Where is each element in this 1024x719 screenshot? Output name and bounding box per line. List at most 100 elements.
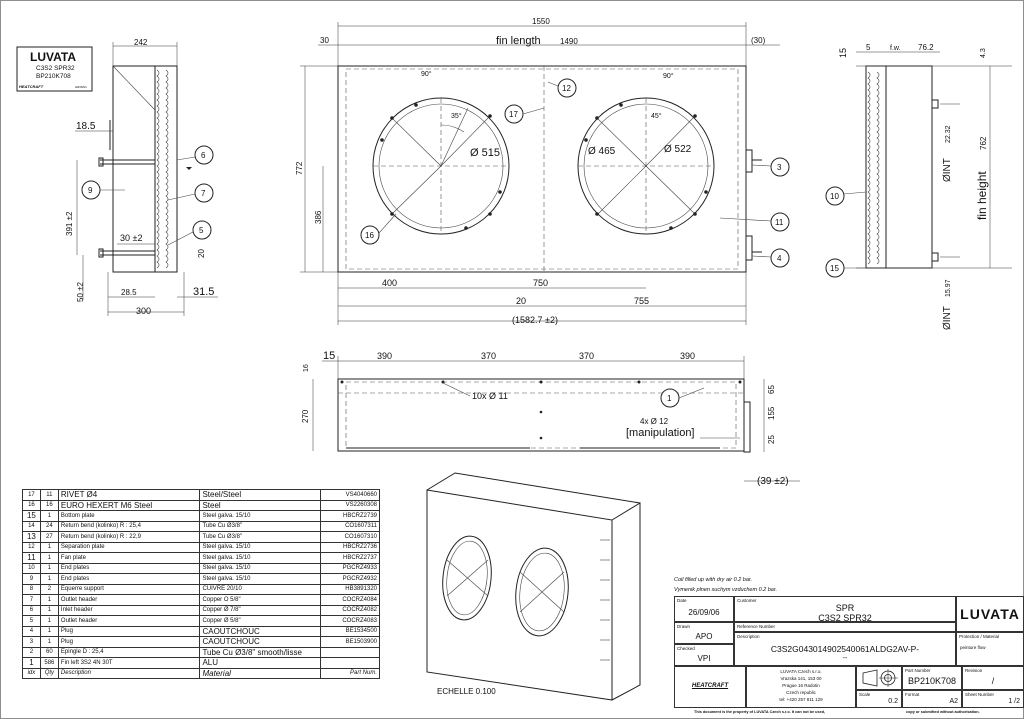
tb-partnumber-value: BP210K708 bbox=[907, 676, 957, 686]
tb-footer-2: copy or submitted without authorisation. bbox=[906, 710, 980, 714]
dim-end-2232: 22.32 bbox=[945, 125, 952, 143]
bom-qty: 1 bbox=[39, 562, 59, 574]
dim-side-30: 30 ±2 bbox=[120, 233, 142, 243]
bom-idx: 10 bbox=[22, 562, 41, 574]
dim-side-width: 242 bbox=[134, 38, 148, 47]
title-block: Date 26/09/06 Customer SPR C3S2 SPR32 LU… bbox=[674, 596, 1024, 716]
bom-material: CAOUTCHOUC bbox=[199, 636, 321, 648]
tb-checked-value: VPI bbox=[697, 654, 711, 663]
bom-idx: 12 bbox=[22, 541, 41, 553]
bom-part-number: VS2260308 bbox=[319, 499, 381, 511]
fin-length-label: fin length bbox=[496, 35, 541, 47]
bom-qty: 1 bbox=[39, 604, 59, 616]
tb-company: LUVATA Czech s.r.o. Vrazska 141, 153 00 … bbox=[746, 666, 856, 708]
bom-description: RIVET Ø4 bbox=[57, 489, 201, 501]
plan-manipulation: [manipulation] bbox=[626, 427, 695, 439]
bom-idx: 3 bbox=[22, 636, 41, 648]
bom-qty: 2 bbox=[39, 583, 59, 595]
bom-qty: 16 bbox=[39, 499, 59, 511]
angle-90-left: 90° bbox=[421, 70, 432, 78]
bom-idx: 11 bbox=[22, 552, 41, 564]
bom-description: Fan plate bbox=[57, 552, 201, 564]
dim-side-285: 28.5 bbox=[121, 288, 137, 297]
balloon-4: 4 bbox=[777, 254, 782, 263]
tb-footer-1: This document is the property of LUVATA … bbox=[694, 710, 826, 714]
dim-plan-390a: 390 bbox=[377, 351, 392, 361]
tb-format-value: A2 bbox=[949, 698, 958, 705]
tb-customer: Customer SPR C3S2 SPR32 bbox=[734, 596, 956, 622]
bom-qty: 24 bbox=[39, 520, 59, 532]
dim-end-int2: ØINT bbox=[942, 306, 953, 330]
tb-partnumber: Part Number BP210K708 bbox=[902, 666, 962, 690]
tb-date: Date 26/09/06 bbox=[674, 596, 734, 622]
dim-plan-65: 65 bbox=[767, 385, 776, 394]
balloon-9: 9 bbox=[88, 186, 93, 195]
tb-checked: Checked VPI bbox=[674, 644, 734, 666]
bom-material: Steel galva. 15/10 bbox=[199, 573, 321, 585]
dim-755: 755 bbox=[634, 296, 649, 306]
bom-part-number: BE1503900 bbox=[319, 636, 381, 648]
bom-idx: 2 bbox=[22, 646, 41, 658]
bom-description: Equerre support bbox=[57, 583, 201, 595]
bom-material: Steel galva. 15/10 bbox=[199, 562, 321, 574]
bom-material: Steel bbox=[199, 499, 321, 511]
balloon-16: 16 bbox=[365, 231, 374, 240]
bom-material: Steel galva. 15/10 bbox=[199, 552, 321, 564]
balloons: 6 7 5 9 12 17 16 3 4 11 10 15 1 bbox=[81, 78, 867, 408]
dim-772: 772 bbox=[295, 161, 304, 175]
side-view: LUVATA C3S2 SPR32 BP210K708 HEATCRAFT HR… bbox=[16, 38, 218, 316]
tb-scale: Scale 0.2 bbox=[856, 690, 902, 708]
bom-part-number bbox=[319, 657, 381, 669]
dim-plan-370a: 370 bbox=[481, 351, 496, 361]
dim-30-left: 30 bbox=[320, 36, 329, 45]
bom-header-qty: Qty bbox=[39, 667, 59, 679]
bom-idx: 16 bbox=[22, 499, 41, 511]
bom-part-number: HB3891320 bbox=[319, 583, 381, 595]
dim-1550: 1550 bbox=[532, 17, 550, 26]
bom-part-number: COCRZ4084 bbox=[319, 594, 381, 606]
label-card bbox=[16, 46, 93, 92]
bom-idx: 1 bbox=[22, 657, 41, 669]
dim-1490: 1490 bbox=[560, 37, 578, 46]
label-card-small: HR06/01 bbox=[75, 85, 87, 89]
dim-end-762: 762 bbox=[979, 136, 988, 150]
fin-height-label: fin height bbox=[975, 171, 989, 220]
bom-description: Separation plate bbox=[57, 541, 201, 553]
dim-400: 400 bbox=[382, 278, 397, 288]
dim-end-43: 4.3 bbox=[980, 48, 987, 58]
tb-date-value: 26/09/06 bbox=[688, 608, 720, 617]
bom-part-number: HBCRZ2737 bbox=[319, 552, 381, 564]
dim-30-right: (30) bbox=[751, 36, 766, 45]
dim-end-1597: 15.97 bbox=[945, 279, 952, 297]
dim-d522: Ø 522 bbox=[664, 144, 692, 155]
label-card-line2: BP210K708 bbox=[36, 73, 71, 80]
balloon-17: 17 bbox=[509, 110, 518, 119]
bom-idx: 15 bbox=[22, 510, 41, 522]
dim-plan-39: (39 ±2) bbox=[757, 476, 789, 487]
end-view: 15 5 f.w. 76.2 4.3 ØINT 22.32 762 fin he… bbox=[838, 43, 1012, 330]
tb-company-4: Czech republic bbox=[786, 690, 816, 695]
tb-customer-2: C3S2 SPR32 bbox=[818, 613, 872, 622]
dim-plan-390b: 390 bbox=[680, 351, 695, 361]
bom-qty: 1 bbox=[39, 615, 59, 627]
dim-1582: (1582.7 ±2) bbox=[512, 315, 558, 325]
tb-company-5: tel: +420 257 811 129 bbox=[779, 697, 823, 702]
bom-description: End plates bbox=[57, 573, 201, 585]
bom-material: Tube Cu Ø3/8" bbox=[199, 531, 321, 543]
dim-end-762a: 76.2 bbox=[918, 43, 934, 52]
tb-revision-value: / bbox=[991, 676, 995, 686]
tb-projection-symbol bbox=[856, 666, 902, 690]
bom-qty: 1 bbox=[39, 541, 59, 553]
bom-idx: 8 bbox=[22, 583, 41, 595]
dim-386: 386 bbox=[314, 210, 323, 224]
bom-idx: 14 bbox=[22, 520, 41, 532]
tb-description-value: C3S2G043014902540061ALDG2AV-P- bbox=[770, 644, 920, 654]
